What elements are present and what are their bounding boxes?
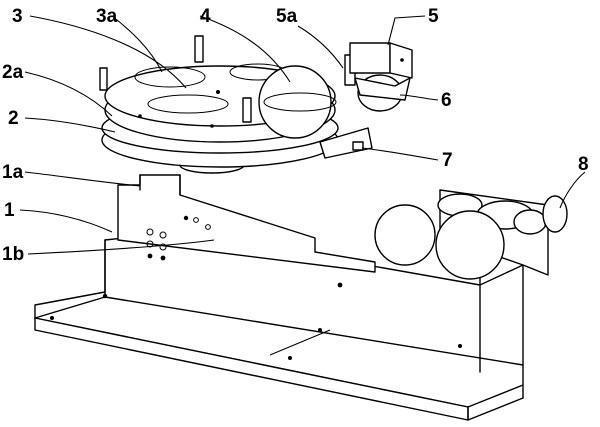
motor-unit — [344, 42, 413, 112]
roller-assembly — [374, 189, 568, 286]
sensor-bracket — [319, 127, 373, 159]
base-block — [34, 231, 524, 421]
label-2a: 2a — [2, 62, 24, 83]
label-6: 6 — [441, 90, 452, 111]
label-3: 3 — [12, 6, 23, 27]
label-3a: 3a — [96, 6, 118, 27]
label-1b: 1b — [2, 244, 24, 265]
label-1: 1 — [4, 200, 15, 221]
label-8: 8 — [578, 154, 589, 175]
label-4: 4 — [200, 6, 211, 27]
reference-labels: 3 3a 4 5a 5 2a 2 6 1a 7 8 1 1b — [2, 6, 589, 265]
label-5a: 5a — [276, 6, 298, 27]
label-2: 2 — [8, 108, 19, 129]
label-7: 7 — [442, 150, 453, 171]
leader-lines — [19, 15, 586, 255]
label-5: 5 — [428, 6, 439, 27]
ball — [258, 65, 337, 139]
label-1a: 1a — [2, 162, 24, 183]
